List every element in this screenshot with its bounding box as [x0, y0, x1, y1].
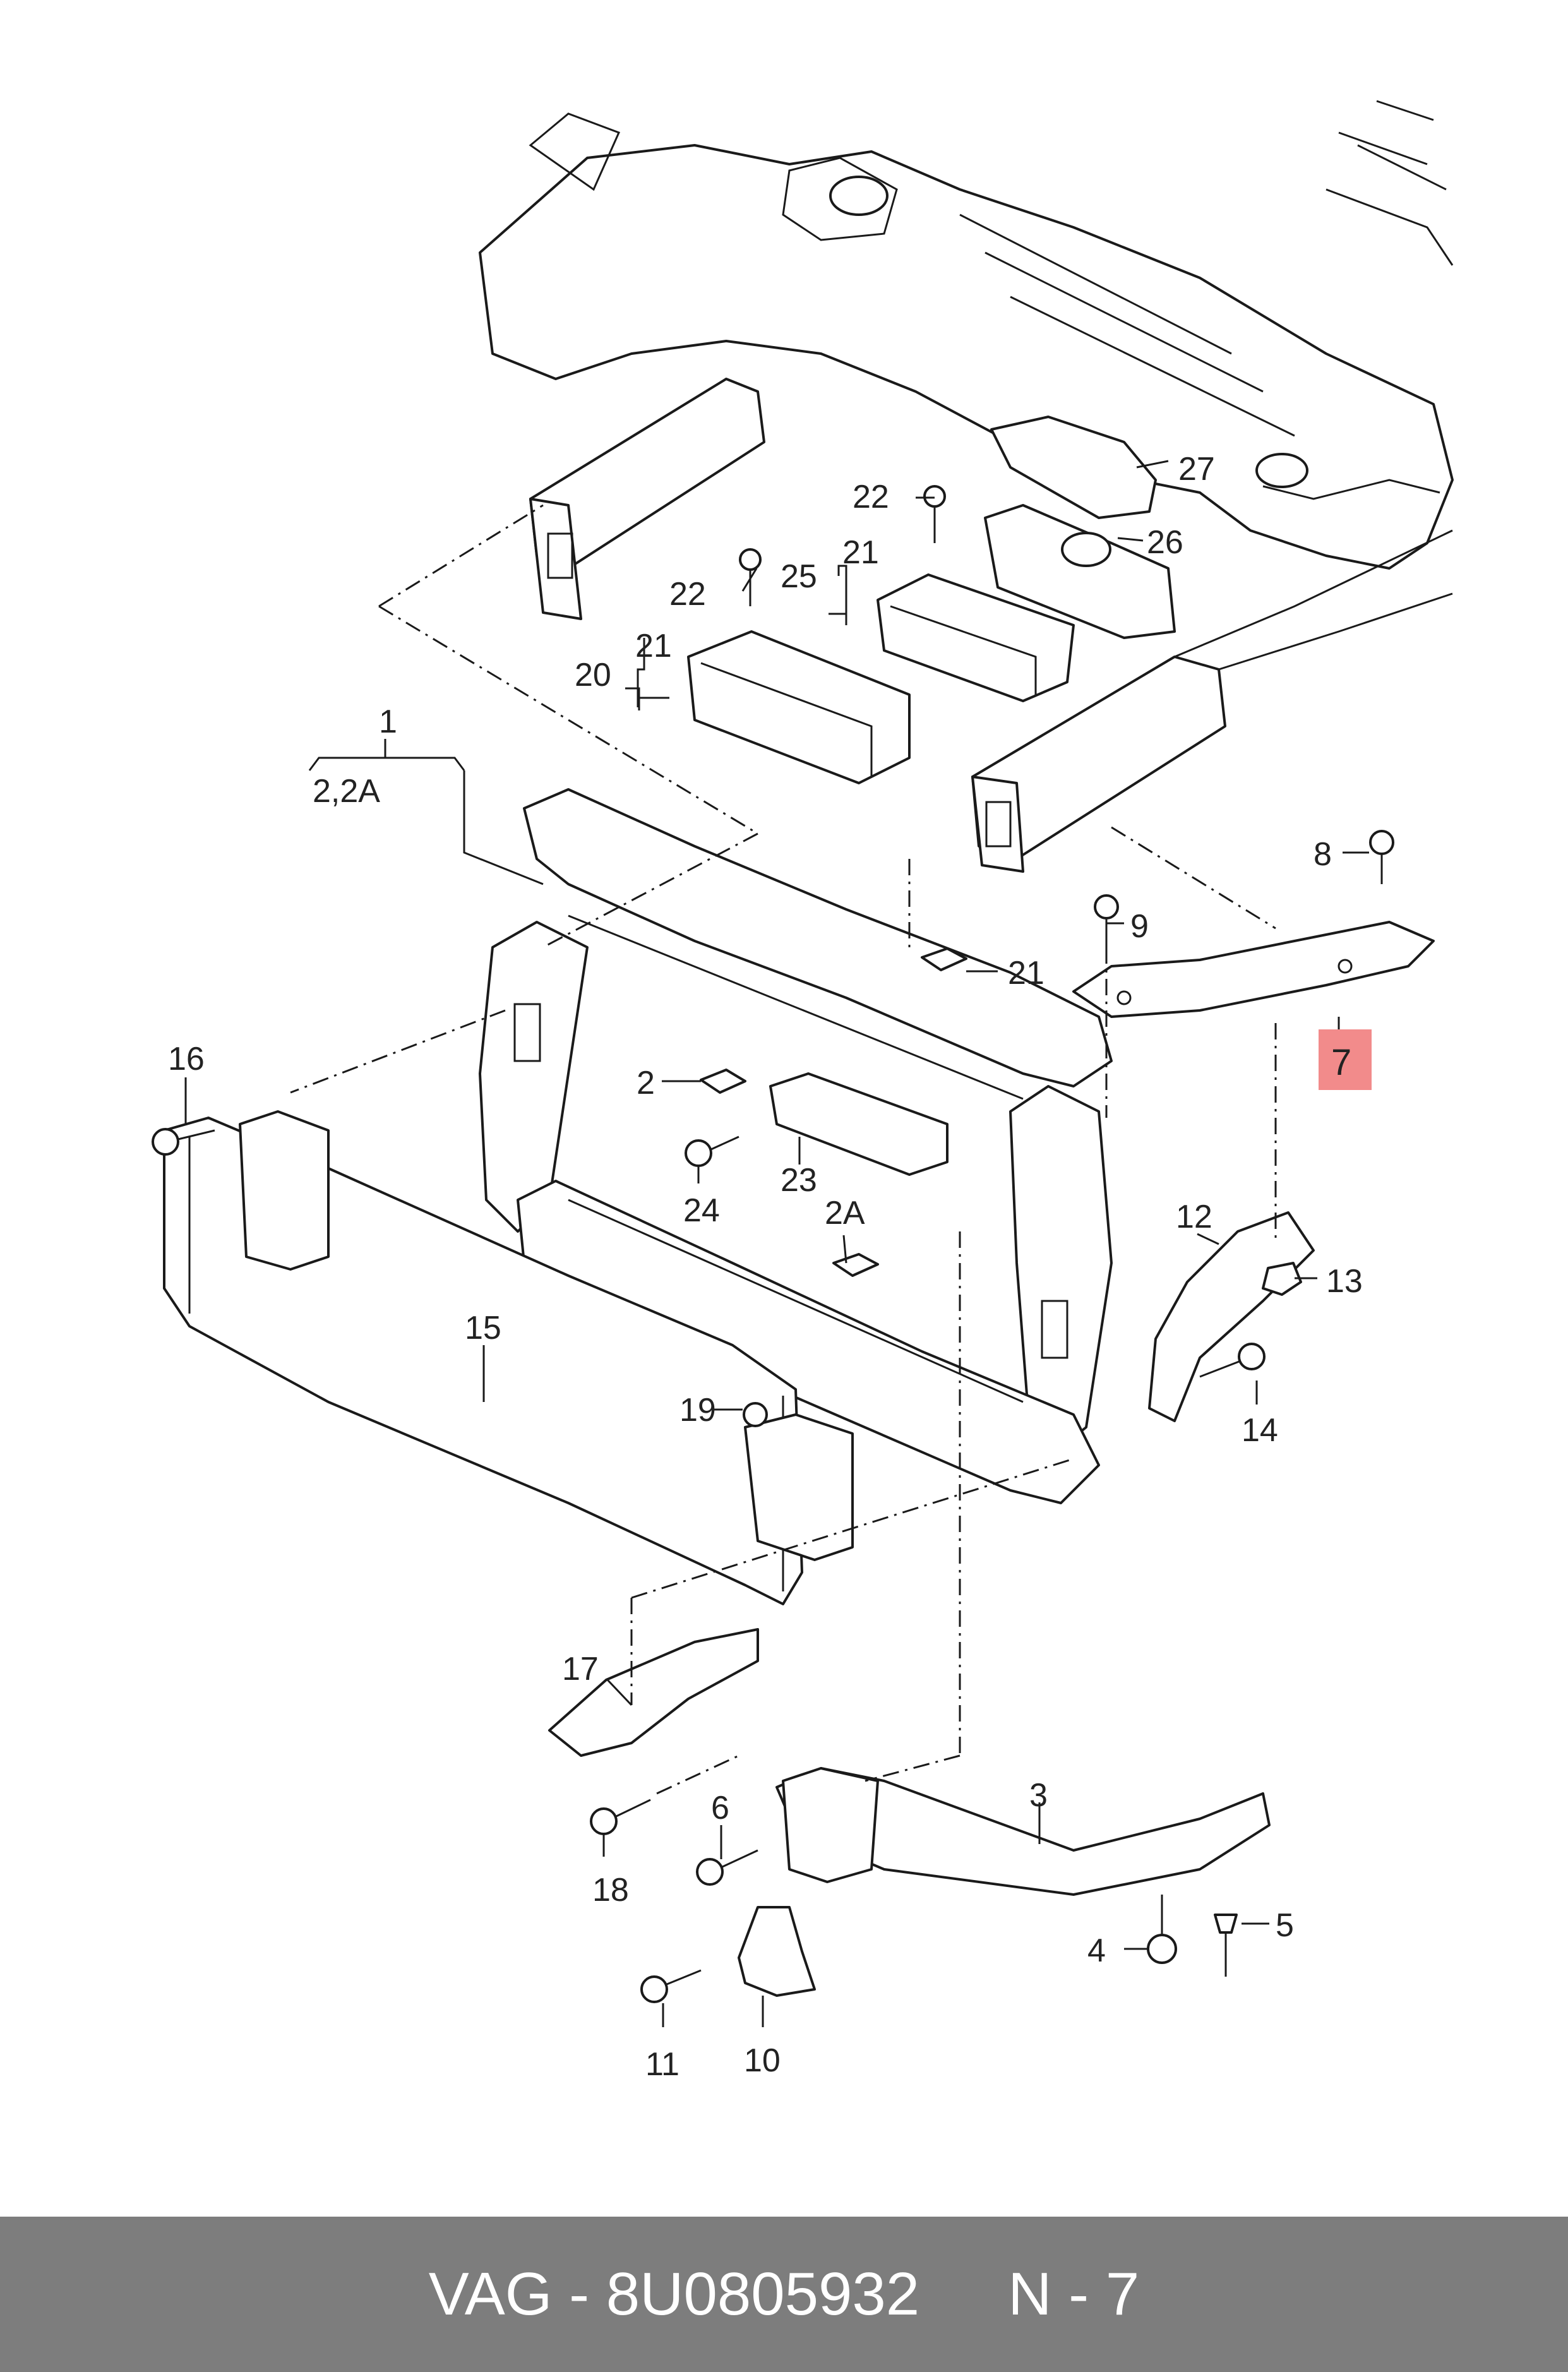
part-26 [984, 504, 1176, 639]
callout-2-2a: 2,2A [313, 773, 380, 810]
bolt-8 [1369, 830, 1394, 884]
callout-8: 8 [1314, 836, 1332, 873]
bolt-22b [923, 485, 946, 543]
part-number-footer: VAG - 8U0805932 N - 7 [0, 2217, 1568, 2372]
callout-24: 24 [683, 1192, 720, 1229]
highlight-callout-7: 7 [1319, 1029, 1372, 1090]
callout-2: 2 [637, 1065, 655, 1101]
bolt-16 [152, 1128, 215, 1156]
callout-22a: 22 [669, 576, 706, 613]
callout-17: 17 [562, 1651, 599, 1687]
air-duct-20 [687, 630, 911, 784]
callout-21a: 21 [635, 628, 672, 664]
callout-1: 1 [379, 704, 397, 740]
air-duct-25 [877, 573, 1075, 702]
callout-19: 19 [679, 1392, 716, 1429]
callout-6: 6 [711, 1790, 729, 1826]
callout-3: 3 [1029, 1777, 1048, 1814]
part-23 [769, 1072, 949, 1176]
callout-labels: 1 2,2A 20 21 22 25 21 22 27 26 21 2 24 2… [168, 451, 1363, 2083]
clip-19 [743, 1402, 768, 1427]
callout-12: 12 [1176, 1199, 1212, 1235]
callout-5: 5 [1276, 1907, 1294, 1944]
assembly-lines [290, 504, 1277, 1795]
footer-part-number: VAG - 8U0805932 [428, 2260, 920, 2328]
callout-9: 9 [1130, 908, 1149, 945]
callout-15: 15 [465, 1310, 501, 1346]
bolt-18 [590, 1799, 651, 1835]
clip-2a [832, 1253, 879, 1277]
callout-14: 14 [1242, 1412, 1278, 1449]
clip-2 [700, 1069, 746, 1094]
part-17 [548, 1628, 759, 1757]
callout-27: 27 [1178, 451, 1215, 488]
nut-13 [1262, 1262, 1302, 1296]
bolt-22a [739, 548, 762, 606]
bolt-11 [640, 1969, 702, 2003]
callout-22b: 22 [853, 479, 889, 515]
callout-23: 23 [781, 1162, 817, 1199]
callout-20: 20 [575, 657, 611, 693]
bolt-24 [685, 1135, 739, 1167]
body-structure [479, 100, 1454, 873]
bolt-9 [1094, 894, 1119, 947]
bracket-12 [1148, 1211, 1315, 1422]
part-27 [990, 416, 1157, 519]
bracket-10 [738, 1906, 816, 1997]
rivet-5 [1214, 1914, 1238, 1977]
callout-18: 18 [592, 1872, 629, 1908]
callout-13: 13 [1326, 1263, 1363, 1300]
lock-carrier-1 [479, 788, 1113, 1504]
clip-21 [921, 947, 967, 971]
callout-26: 26 [1147, 524, 1183, 561]
footer-position: N - 7 [1008, 2260, 1140, 2328]
callout-11: 11 [645, 2046, 679, 2083]
bolt-4 [1147, 1895, 1177, 1964]
callout-4: 4 [1087, 1932, 1106, 1969]
parts-diagram: 1 2,2A 20 21 22 25 21 22 27 26 21 2 24 2… [152, 100, 1454, 2083]
callout-7: 7 [1331, 1042, 1351, 1083]
callout-21b: 21 [842, 534, 879, 571]
callout-10: 10 [744, 2042, 781, 2079]
bolt-14 [1199, 1343, 1266, 1378]
callout-2a: 2A [825, 1195, 865, 1231]
callout-16: 16 [168, 1041, 205, 1077]
carrier-3 [775, 1767, 1271, 1896]
bolt-6 [696, 1849, 758, 1886]
callout-21c: 21 [1008, 955, 1044, 991]
callout-25: 25 [781, 558, 817, 595]
panel-7 [1072, 921, 1435, 1018]
